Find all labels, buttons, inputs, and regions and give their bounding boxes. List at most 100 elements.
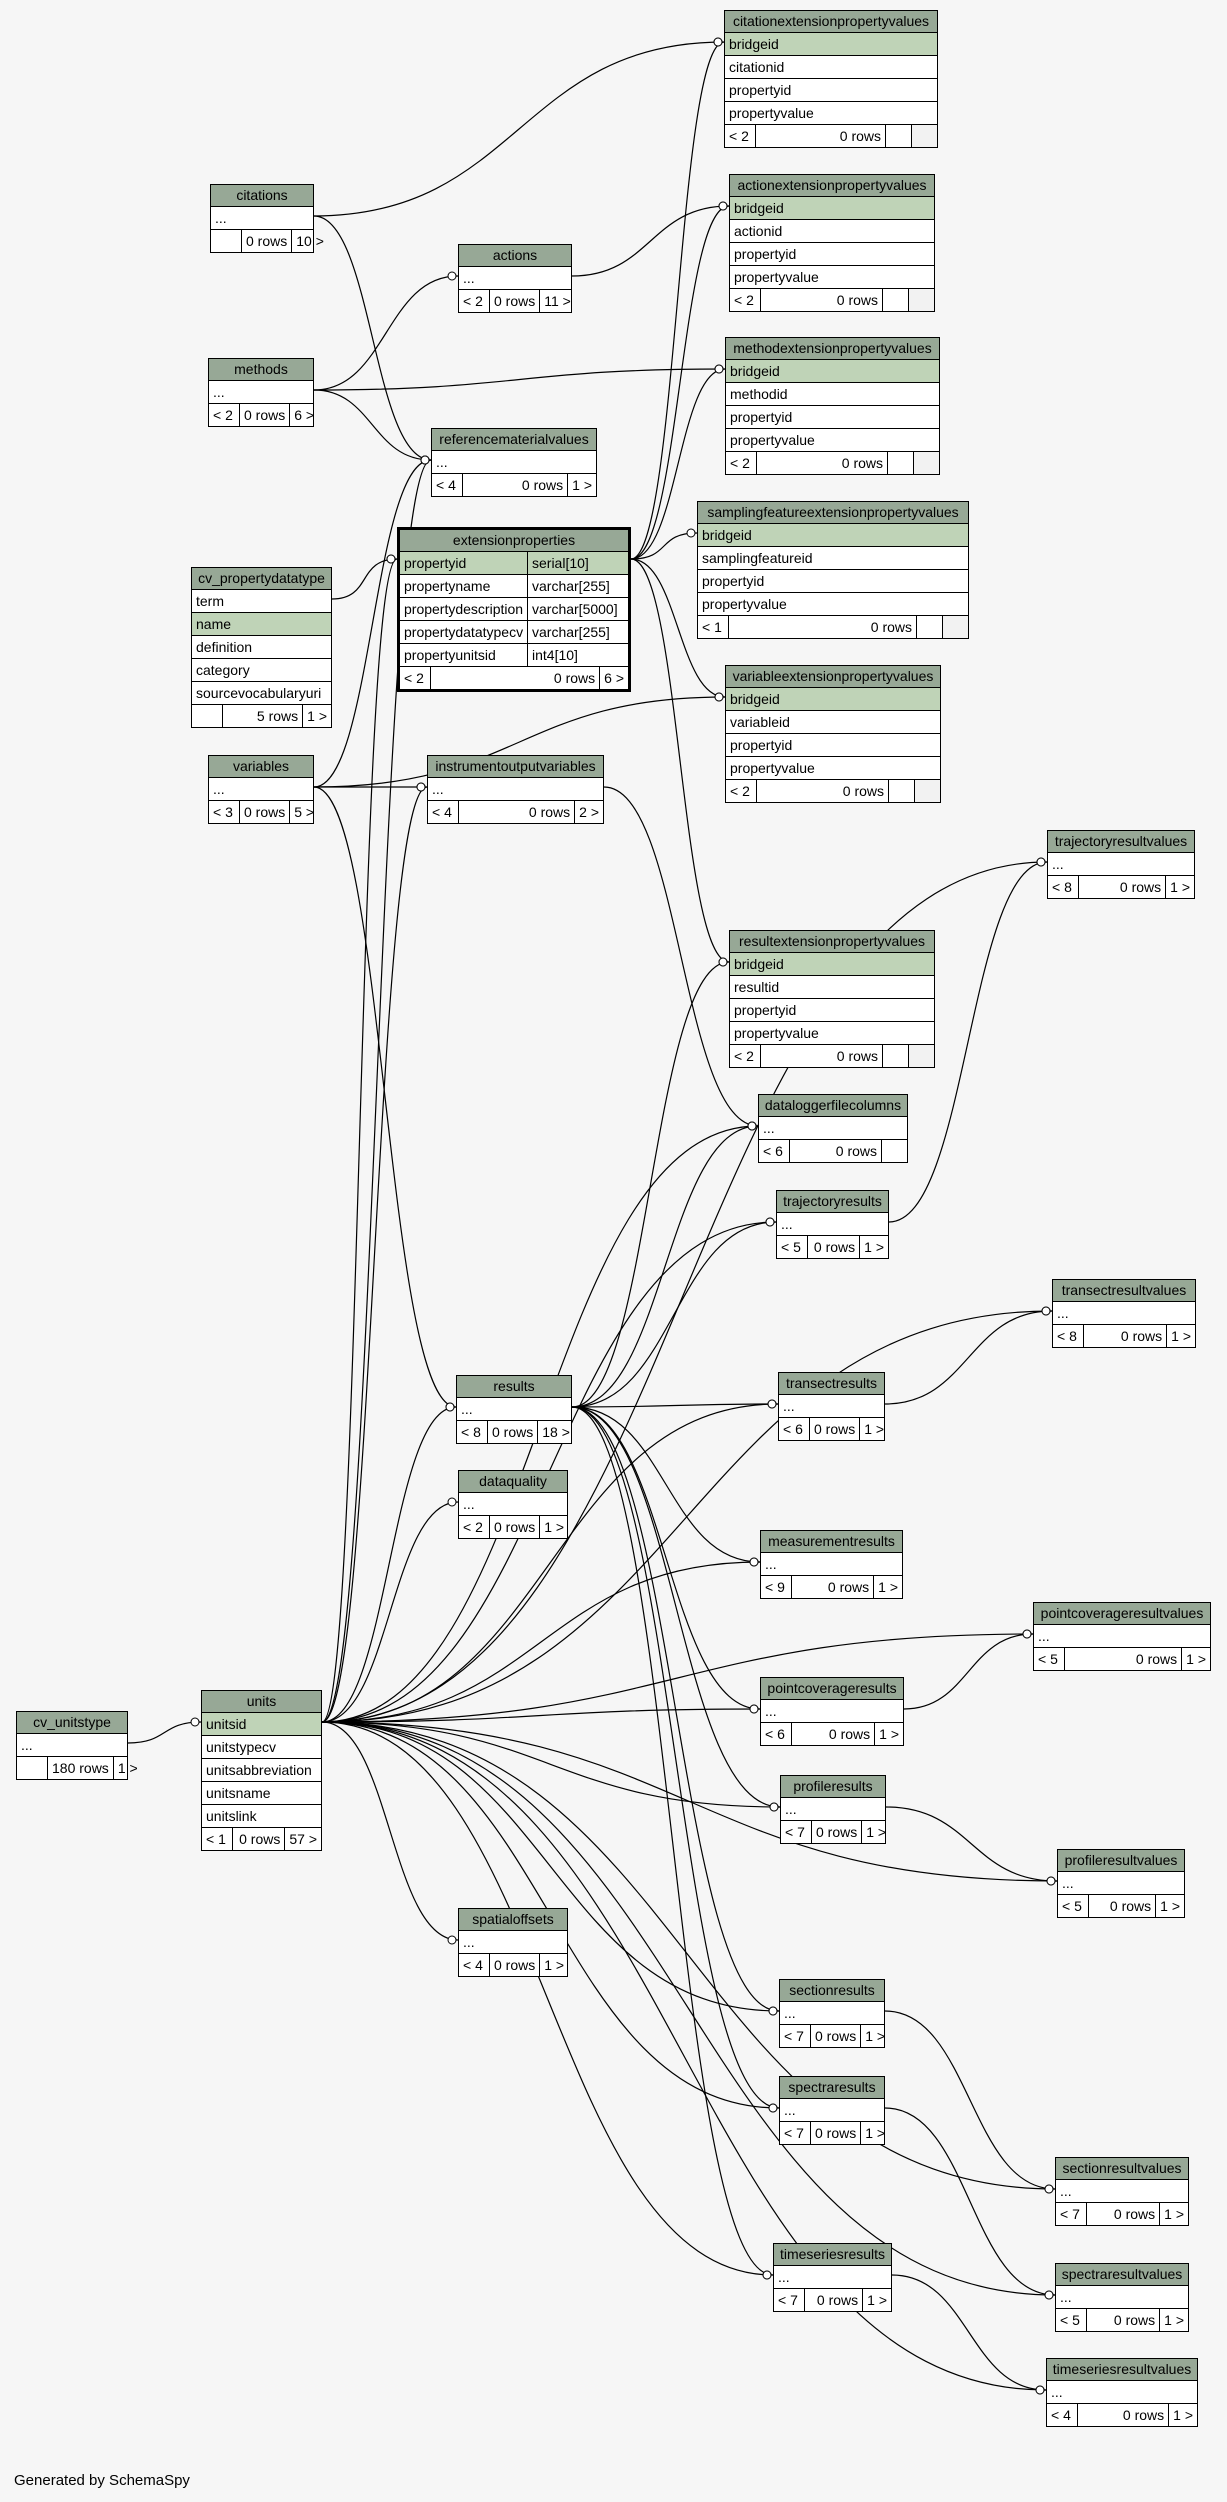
- column-name: ...: [1051, 2384, 1063, 2400]
- parents-count: < 6: [763, 1143, 783, 1159]
- children-count: 6 >: [289, 404, 318, 426]
- children-count: [882, 289, 908, 311]
- parents-count: < 8: [1052, 879, 1072, 895]
- children-count: [888, 780, 914, 802]
- relationship-trajectoryresults-trajectoryresultvalues: [888, 861, 1048, 1223]
- table-title: transectresultvalues: [1053, 1280, 1195, 1302]
- children-count: 1 >: [1155, 1895, 1184, 1917]
- column-name: ...: [463, 1496, 475, 1512]
- parents-count: < 2: [213, 407, 233, 423]
- column-name: name: [196, 616, 232, 632]
- row-count: 0 rows: [760, 289, 882, 311]
- row-count: 5 rows: [222, 705, 302, 727]
- column-row: bridgeid: [730, 953, 934, 976]
- parents-count: < 7: [1060, 2206, 1080, 2222]
- column-row: ...: [17, 1734, 127, 1757]
- row-count: 0 rows: [760, 1045, 882, 1067]
- relationship-end-marker: [713, 37, 723, 47]
- row-count: 0 rows: [430, 667, 599, 689]
- parents-count: < 4: [432, 804, 452, 820]
- row-count: 0 rows: [239, 801, 289, 823]
- children-count: 1 >: [1166, 1325, 1195, 1347]
- column-name: ...: [765, 1703, 777, 1719]
- relationship-results-spectraresults: [571, 1406, 780, 2109]
- column-row: propertyid: [726, 734, 940, 757]
- column-name: definition: [196, 639, 253, 655]
- children-count: [882, 1045, 908, 1067]
- table-title: variables: [209, 756, 313, 778]
- children-count: 1 >: [539, 1954, 568, 1976]
- table-title: samplingfeatureextensionpropertyvalues: [698, 502, 968, 524]
- column-row: ...: [459, 1931, 567, 1954]
- parents-count: < 6: [783, 1421, 803, 1437]
- children-count: 11 >: [539, 290, 575, 312]
- children-count: [885, 125, 911, 147]
- children-count: [916, 616, 942, 638]
- children-count: 1 >: [1159, 2203, 1188, 2225]
- row-count: 0 rows: [791, 1723, 874, 1745]
- row-count: 0 rows: [791, 1576, 873, 1598]
- relationship-results-sectionresults: [571, 1406, 780, 2012]
- column-row: ...: [457, 1398, 571, 1421]
- column-row: ...: [459, 267, 571, 290]
- column-name: ...: [778, 2269, 790, 2285]
- column-row: ...: [209, 778, 313, 801]
- relationship-end-marker: [420, 455, 430, 465]
- row-count: 0 rows: [232, 1828, 284, 1850]
- children-count: 1 >: [1165, 876, 1194, 898]
- column-name: ...: [763, 1120, 775, 1136]
- column-row: ...: [761, 1700, 903, 1723]
- column-name: ...: [213, 384, 225, 400]
- row-count: 0 rows: [810, 2122, 860, 2144]
- table-title: variableextensionpropertyvalues: [726, 666, 940, 688]
- column-row: ...: [761, 1553, 902, 1576]
- children-count: 10 >: [291, 230, 328, 252]
- relationship-units-sectionresultvalues: [321, 1721, 1056, 2190]
- relationship-units-profileresults: [321, 1721, 781, 1808]
- relationship-methods-actions: [313, 275, 459, 391]
- row-count: 0 rows: [458, 801, 574, 823]
- relationship-citations-referencematerialvalues: [313, 215, 432, 461]
- relationship-spectraresults-spectraresultvalues: [884, 2107, 1056, 2296]
- parents-count: < 5: [1038, 1651, 1058, 1667]
